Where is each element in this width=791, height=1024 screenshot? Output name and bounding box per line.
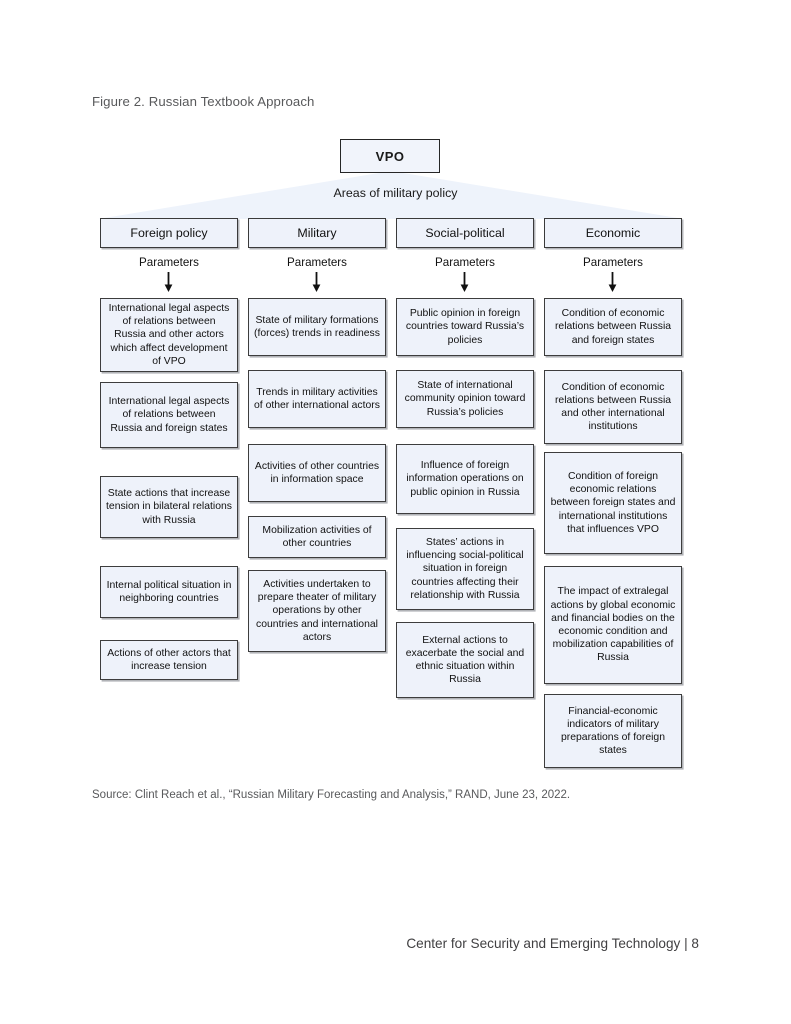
source-note: Source: Clint Reach et al., “Russian Mil… xyxy=(92,789,571,801)
node-box[interactable]: State of international community opinion… xyxy=(396,370,534,428)
node-box[interactable]: Financial-economic indicators of militar… xyxy=(544,694,682,768)
node-label: International legal aspects of relations… xyxy=(108,396,230,434)
node-label: State actions that increase tension in b… xyxy=(106,488,232,526)
node-box[interactable]: State of military formations (forces) tr… xyxy=(248,298,386,356)
vpo-root-box[interactable]: VPO xyxy=(340,139,440,173)
node-box[interactable]: Influence of foreign information operati… xyxy=(396,444,534,514)
funnel-shape xyxy=(98,171,684,219)
node-box[interactable]: Mobilization activities of other countri… xyxy=(248,516,386,558)
arrow-down-icon xyxy=(607,272,618,292)
node-label: Public opinion in foreign countries towa… xyxy=(405,308,525,346)
node-label: Financial-economic indicators of militar… xyxy=(561,705,665,757)
node-label: State of military formations (forces) tr… xyxy=(254,314,380,339)
parameters-label-social-political: Parameters xyxy=(435,256,495,269)
vpo-root-label: VPO xyxy=(375,148,405,164)
node-label: International legal aspects of relations… xyxy=(108,302,230,367)
parameters-label-military: Parameters xyxy=(287,256,347,269)
node-label: States’ actions in influencing social-po… xyxy=(406,536,524,601)
node-box[interactable]: Condition of foreign economic relations … xyxy=(544,452,682,554)
figure-caption: Figure 2. Russian Textbook Approach xyxy=(92,94,315,109)
node-box[interactable]: Condition of economic relations between … xyxy=(544,298,682,356)
node-box[interactable]: Actions of other actors that increase te… xyxy=(100,640,238,680)
arrow-down-icon xyxy=(459,272,470,292)
arrow-down-icon xyxy=(163,272,174,292)
node-box[interactable]: Internal political situation in neighbor… xyxy=(100,566,238,618)
column-header-social-political[interactable]: Social-political xyxy=(396,218,534,248)
diagram-canvas: VPO Areas of military policy Foreign pol… xyxy=(98,139,684,768)
node-label: The impact of extralegal actions by glob… xyxy=(550,586,676,664)
parameters-label-economic: Parameters xyxy=(583,256,643,269)
node-label: Condition of economic relations between … xyxy=(554,381,672,433)
node-label: Trends in military activities of other i… xyxy=(254,386,380,411)
node-label: Activities undertaken to prepare theater… xyxy=(256,578,378,643)
node-box[interactable]: External actions to exacerbate the socia… xyxy=(396,622,534,698)
column-header-label: Social-political xyxy=(425,226,505,240)
areas-of-military-policy-label: Areas of military policy xyxy=(333,186,458,200)
node-box[interactable]: States’ actions in influencing social-po… xyxy=(396,528,534,610)
node-box[interactable]: Public opinion in foreign countries towa… xyxy=(396,298,534,356)
node-box[interactable]: Activities undertaken to prepare theater… xyxy=(248,570,386,652)
node-label: Activities of other countries in informa… xyxy=(254,460,380,485)
node-box[interactable]: Activities of other countries in informa… xyxy=(248,444,386,502)
column-header-foreign-policy[interactable]: Foreign policy xyxy=(100,218,238,248)
arrow-down-icon xyxy=(311,272,322,292)
column-header-economic[interactable]: Economic xyxy=(544,218,682,248)
node-label: Internal political situation in neighbor… xyxy=(106,579,232,604)
node-label: State of international community opinion… xyxy=(404,380,526,418)
column-header-military[interactable]: Military xyxy=(248,218,386,248)
node-box[interactable]: State actions that increase tension in b… xyxy=(100,476,238,538)
node-label: Mobilization activities of other countri… xyxy=(262,524,372,549)
node-label: Condition of foreign economic relations … xyxy=(550,470,676,535)
node-label: Condition of economic relations between … xyxy=(554,308,672,346)
node-box[interactable]: International legal aspects of relations… xyxy=(100,382,238,448)
column-header-label: Economic xyxy=(585,226,641,240)
node-label: Influence of foreign information operati… xyxy=(406,460,524,498)
node-box[interactable]: Trends in military activities of other i… xyxy=(248,370,386,428)
node-box[interactable]: The impact of extralegal actions by glob… xyxy=(544,566,682,684)
node-label: Actions of other actors that increase te… xyxy=(107,647,231,672)
column-header-label: Military xyxy=(297,226,337,240)
node-box[interactable]: International legal aspects of relations… xyxy=(100,298,238,372)
column-header-label: Foreign policy xyxy=(130,226,208,240)
page-footer: Center for Security and Emerging Technol… xyxy=(406,936,699,951)
parameters-label-foreign-policy: Parameters xyxy=(139,256,199,269)
node-box[interactable]: Condition of economic relations between … xyxy=(544,370,682,444)
node-label: External actions to exacerbate the socia… xyxy=(405,634,525,686)
